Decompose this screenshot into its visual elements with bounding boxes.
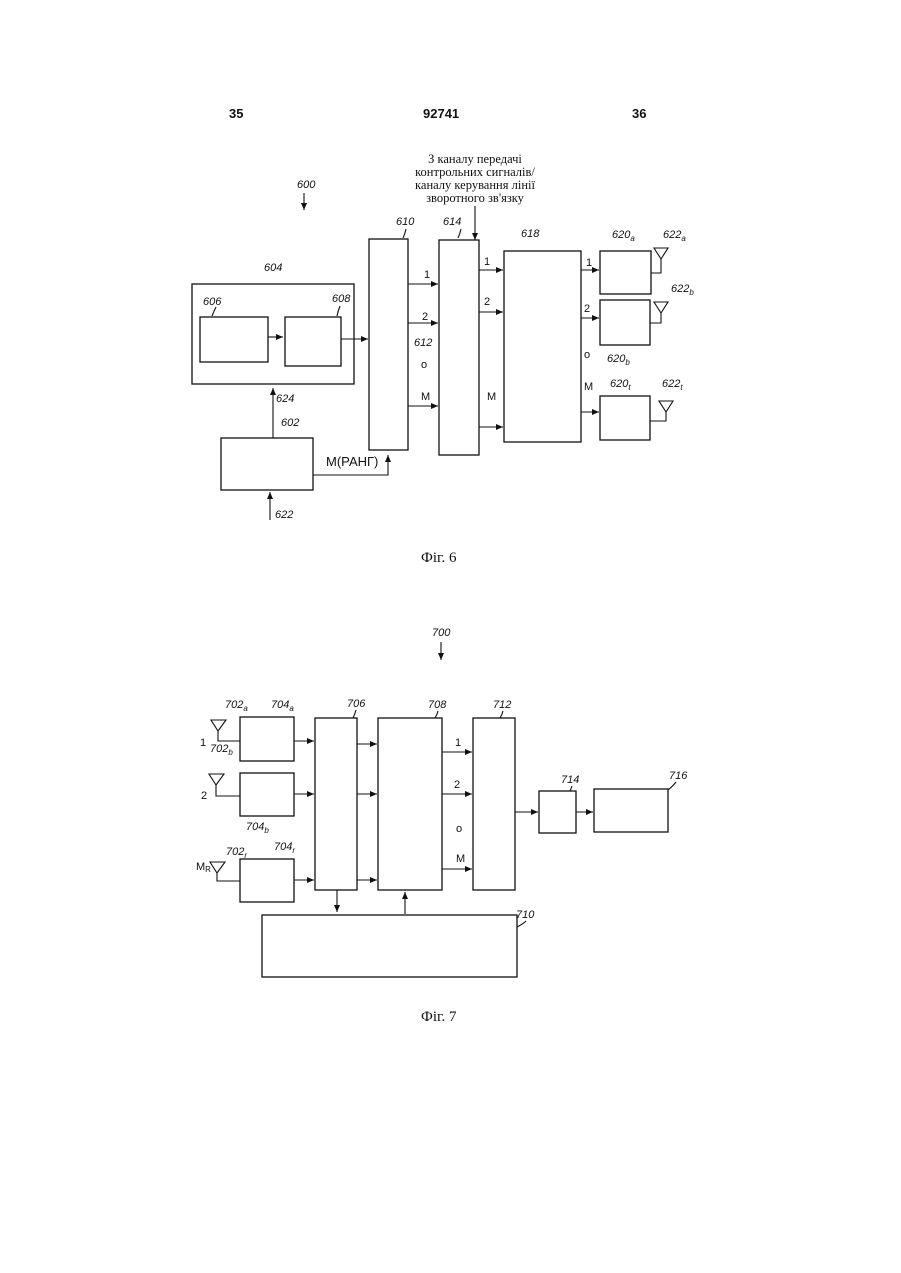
block-606 <box>200 317 268 362</box>
ref-708: 708 <box>428 699 447 711</box>
leader-712 <box>500 711 503 718</box>
ref-702r: 702r <box>226 846 247 860</box>
stream-M-708: M <box>456 853 465 865</box>
ref-606: 606 <box>203 296 222 308</box>
stream-1-610: 1 <box>424 269 430 281</box>
ref-604: 604 <box>264 262 282 274</box>
ref-602: 602 <box>281 417 299 429</box>
block-602 <box>221 438 313 490</box>
caption-fig-6: Фіг. 6 <box>421 550 457 566</box>
leader-710 <box>517 921 526 927</box>
block-716 <box>594 789 668 832</box>
leader-606 <box>212 307 216 316</box>
block-610 <box>369 239 408 450</box>
leader-706 <box>353 710 356 718</box>
ref-712: 712 <box>493 699 511 711</box>
caption-fig-7: Фіг. 7 <box>421 1009 457 1025</box>
note-line-2: контрольних сигналів/ <box>415 165 535 179</box>
ref-608: 608 <box>332 293 351 305</box>
stream-2-614: 2 <box>484 296 490 308</box>
ref-622b: 622b <box>671 283 694 297</box>
stream-1-708: 1 <box>455 737 461 749</box>
ref-704r: 704r <box>274 841 295 855</box>
leader-608 <box>337 306 340 316</box>
ref-702a: 702a <box>225 699 248 713</box>
ref-704a: 704a <box>271 699 294 713</box>
antenna-622a <box>651 248 668 273</box>
ref-620t: 620t <box>610 378 631 392</box>
block-712 <box>473 718 515 890</box>
block-710 <box>262 915 517 977</box>
block-608 <box>285 317 341 366</box>
antenna-622t <box>650 401 673 421</box>
stream-2-708: 2 <box>454 779 460 791</box>
antenna-label-1: 1 <box>200 737 206 749</box>
leader-610 <box>403 229 406 238</box>
block-704b <box>240 773 294 816</box>
rank-label: М(РАНГ) <box>326 454 378 469</box>
ref-600: 600 <box>297 179 316 191</box>
antenna-label-2: 2 <box>201 790 207 802</box>
leader-614 <box>458 229 461 238</box>
ref-706: 706 <box>347 698 366 710</box>
ref-714: 714 <box>561 774 579 786</box>
block-618 <box>504 251 581 442</box>
block-706 <box>315 718 357 890</box>
block-708 <box>378 718 442 890</box>
block-620b <box>600 300 650 345</box>
stream-1-614: 1 <box>484 256 490 268</box>
note-line-3: каналу керування лінії <box>415 178 535 192</box>
dots-708: o <box>456 823 462 835</box>
ref-622a: 622a <box>663 229 686 243</box>
block-620a <box>600 251 651 294</box>
ref-702b: 702b <box>210 743 233 757</box>
ref-610: 610 <box>396 216 415 228</box>
leader-714 <box>570 786 572 791</box>
ref-716: 716 <box>669 770 688 782</box>
stream-M-614: M <box>487 391 496 403</box>
ref-710: 710 <box>516 909 535 921</box>
ref-622t: 622t <box>662 378 683 392</box>
figure-7: 700 702a 702b 1 704a 2 704b 702r MR 704r <box>196 627 688 1025</box>
antenna-702b <box>209 774 240 796</box>
stream-M-618: M <box>584 381 593 393</box>
note-line-1: З каналу передачі <box>428 152 522 166</box>
ref-614: 614 <box>443 216 461 228</box>
block-620t <box>600 396 650 440</box>
block-704r <box>240 859 294 902</box>
ref-704b: 704b <box>246 821 269 835</box>
dots-618: o <box>584 349 590 361</box>
ref-624: 624 <box>276 393 294 405</box>
ref-620a: 620a <box>612 229 635 243</box>
ref-622-input: 622 <box>275 509 293 521</box>
leader-716 <box>668 782 676 790</box>
antenna-label-M: MR <box>196 861 211 874</box>
leader-708 <box>435 711 438 718</box>
stream-2-618: 2 <box>584 303 590 315</box>
stream-1-618: 1 <box>586 257 592 269</box>
dots-610: o <box>421 359 427 371</box>
ref-620b: 620b <box>607 353 630 367</box>
antenna-702a <box>211 720 240 741</box>
antenna-702r <box>210 862 240 881</box>
figure-6: З каналу передачі контрольних сигналів/ … <box>192 152 694 566</box>
stream-2-610: 2 <box>422 311 428 323</box>
ref-612: 612 <box>414 337 432 349</box>
block-704a <box>240 717 294 761</box>
block-714 <box>539 791 576 833</box>
ref-618: 618 <box>521 228 540 240</box>
stream-M-610: M <box>421 391 430 403</box>
antenna-622b <box>650 302 668 323</box>
block-614 <box>439 240 479 455</box>
ref-700: 700 <box>432 627 451 639</box>
note-line-4: зворотного зв'язку <box>426 191 525 205</box>
